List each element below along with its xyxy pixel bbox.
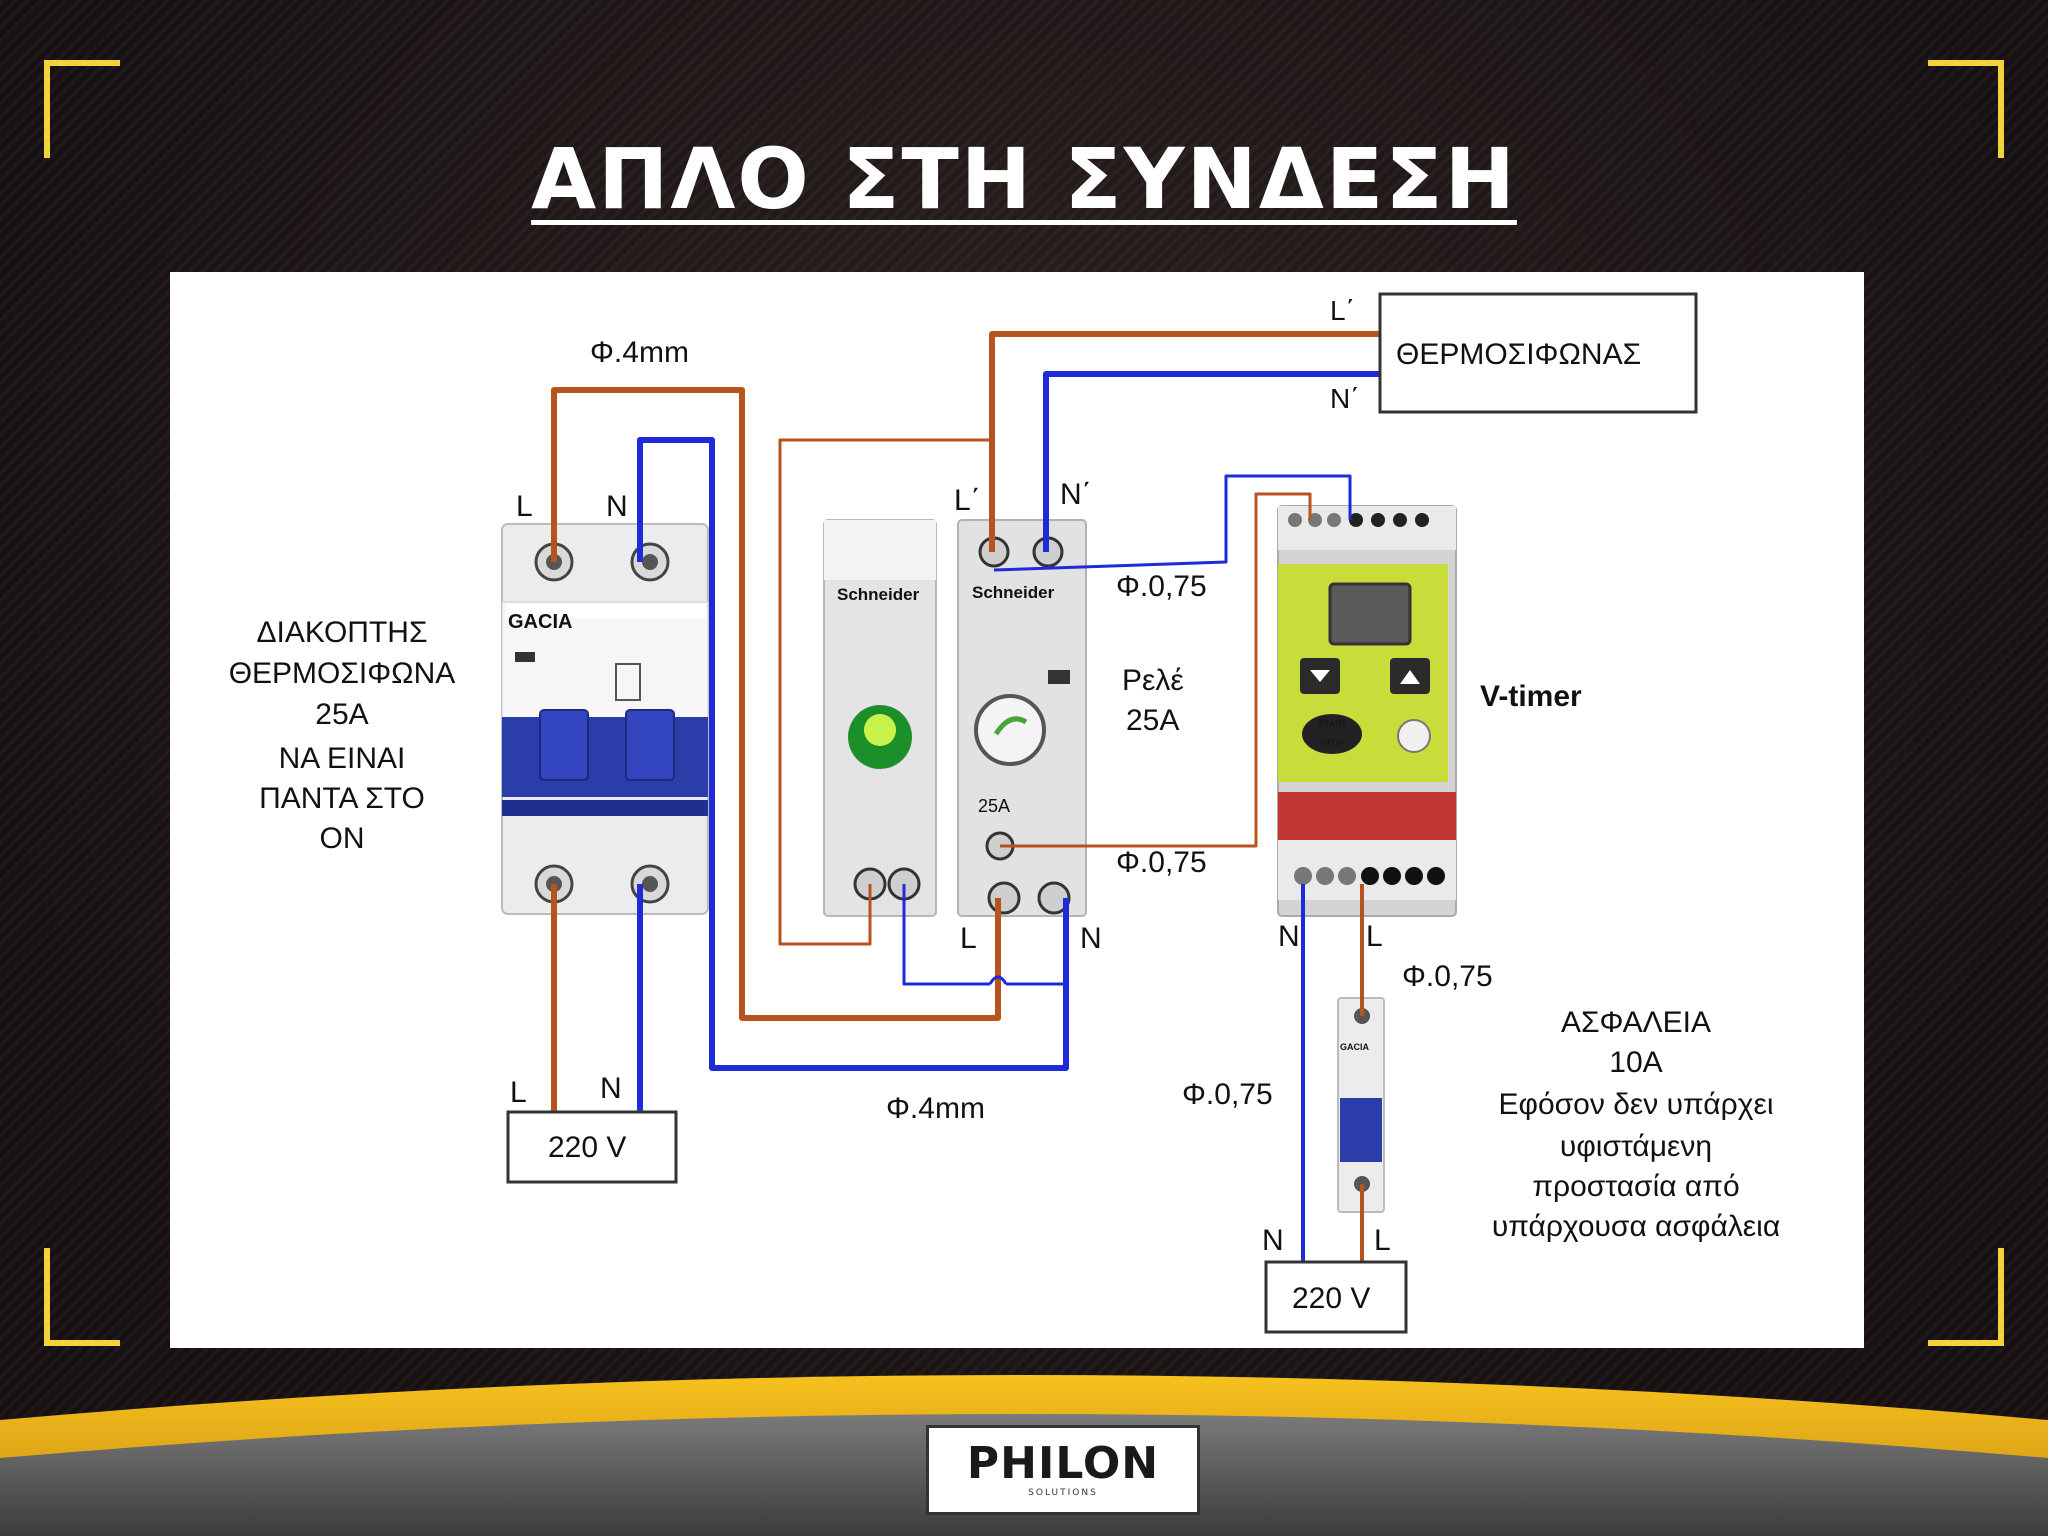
thermo-n-prime: N΄ [1330,383,1360,414]
breaker-n-label: N [606,490,628,523]
svg-text:ΑΣΦΑΛΕΙΑ: ΑΣΦΑΛΕΙΑ [1561,1006,1711,1039]
fuse-wire-2: Φ.0,75 [1182,1078,1273,1111]
relay-25a: Schneider 25A [957,519,1087,917]
supply-left-box: 220 V [506,1110,678,1184]
slide-title: ΑΠΛΟ ΣΤΗ ΣΥΝΔΕΣΗ [531,130,1517,228]
svg-text:Εφόσον δεν υπάρχει: Εφόσον δεν υπάρχει [1499,1088,1774,1121]
logo-sub: SOLUTIONS [1028,1488,1098,1498]
svg-text:ΘΕΡΜΟΣΙΦΩΝΑ: ΘΕΡΜΟΣΙΦΩΝΑ [229,657,456,690]
relay-rating: 25A [978,796,1010,816]
svg-text:προστασία από: προστασία από [1532,1170,1739,1203]
fuse-wire-1: Φ.0,75 [1402,960,1493,993]
svg-text:ΝΑ ΕΙΝΑΙ: ΝΑ ΕΙΝΑΙ [279,742,406,775]
corner-bracket-top-left [44,60,120,158]
logo-word: PHILON [966,1438,1160,1489]
corner-bracket-bottom-left [44,1248,120,1346]
fuse-description: ΑΣΦΑΛΕΙΑ 10A Εφόσον δεν υπάρχει υφιστάμε… [1492,1006,1780,1243]
svg-text:GACIA: GACIA [1340,1042,1370,1052]
svg-text:10A: 10A [1609,1046,1662,1079]
supply-right-label: 220 V [1292,1282,1370,1315]
supply-left-label: 220 V [548,1131,626,1164]
supply-left-n: N [600,1072,622,1105]
relay-l-prime: L΄ [954,484,981,517]
thermosiphon-label: ΘΕΡΜΟΣΙΦΩΝΑΣ [1396,338,1641,371]
svg-text:25A: 25A [315,698,368,731]
thermosiphon-box: ΘΕΡΜΟΣΙΦΩΝΑΣ [1378,292,1698,414]
timer-l-label: L [1366,920,1383,953]
control-wire-1: Φ.0,75 [1116,570,1207,603]
wiring-diagram: GACIA Schneider Schneider 25A [170,272,1864,1348]
wire-bottom-gauge: Φ.4mm [886,1092,985,1125]
timer-stop-label: STOP [1320,738,1344,748]
supply-right-box: 220 V [1264,1260,1408,1334]
relay-bottom-n: N [1080,922,1102,955]
indicator-module: Schneider [823,519,937,917]
wire-top-gauge: Φ.4mm [590,336,689,369]
svg-text:ΔΙΑΚΟΠΤΗΣ: ΔΙΑΚΟΠΤΗΣ [256,616,427,649]
relay-brand: Schneider [972,583,1055,602]
supply-right-l: L [1374,1224,1391,1257]
svg-text:υφιστάμενη: υφιστάμενη [1560,1130,1712,1163]
corner-bracket-bottom-right [1928,1248,2004,1346]
main-breaker: GACIA [501,523,709,915]
svg-text:υπάρχουσα ασφάλεια: υπάρχουσα ασφάλεια [1492,1210,1780,1243]
breaker-brand: GACIA [508,611,572,633]
timer-label: V-timer [1480,680,1582,713]
switch-description: ΔΙΑΚΟΠΤΗΣ ΘΕΡΜΟΣΙΦΩΝΑ 25A ΝΑ ΕΙΝΑΙ ΠΑΝΤΑ… [229,616,456,855]
corner-bracket-top-right [1928,60,2004,158]
fuse-10a: GACIA [1337,997,1385,1213]
relay-bottom-l: L [960,922,977,955]
breaker-l-label: L [516,490,533,523]
svg-text:ΠΑΝΤΑ ΣΤΟ: ΠΑΝΤΑ ΣΤΟ [259,782,425,815]
v-timer-device: START STOP [1277,505,1457,917]
svg-text:Schneider: Schneider [837,585,920,604]
relay-label-2: 25A [1126,704,1179,737]
timer-n-label: N [1278,920,1300,953]
relay-label-1: Ρελέ [1122,664,1184,697]
relay-n-prime: N΄ [1060,478,1092,511]
timer-start-label: START [1318,719,1347,729]
thermo-l-prime: L΄ [1330,295,1355,326]
svg-text:ON: ON [320,822,365,855]
supply-right-n: N [1262,1224,1284,1257]
philon-logo: PHILON SOLUTIONS [926,1425,1200,1515]
control-wire-2: Φ.0,75 [1116,846,1207,879]
wiring [551,331,1380,1262]
supply-left-l: L [510,1076,527,1109]
